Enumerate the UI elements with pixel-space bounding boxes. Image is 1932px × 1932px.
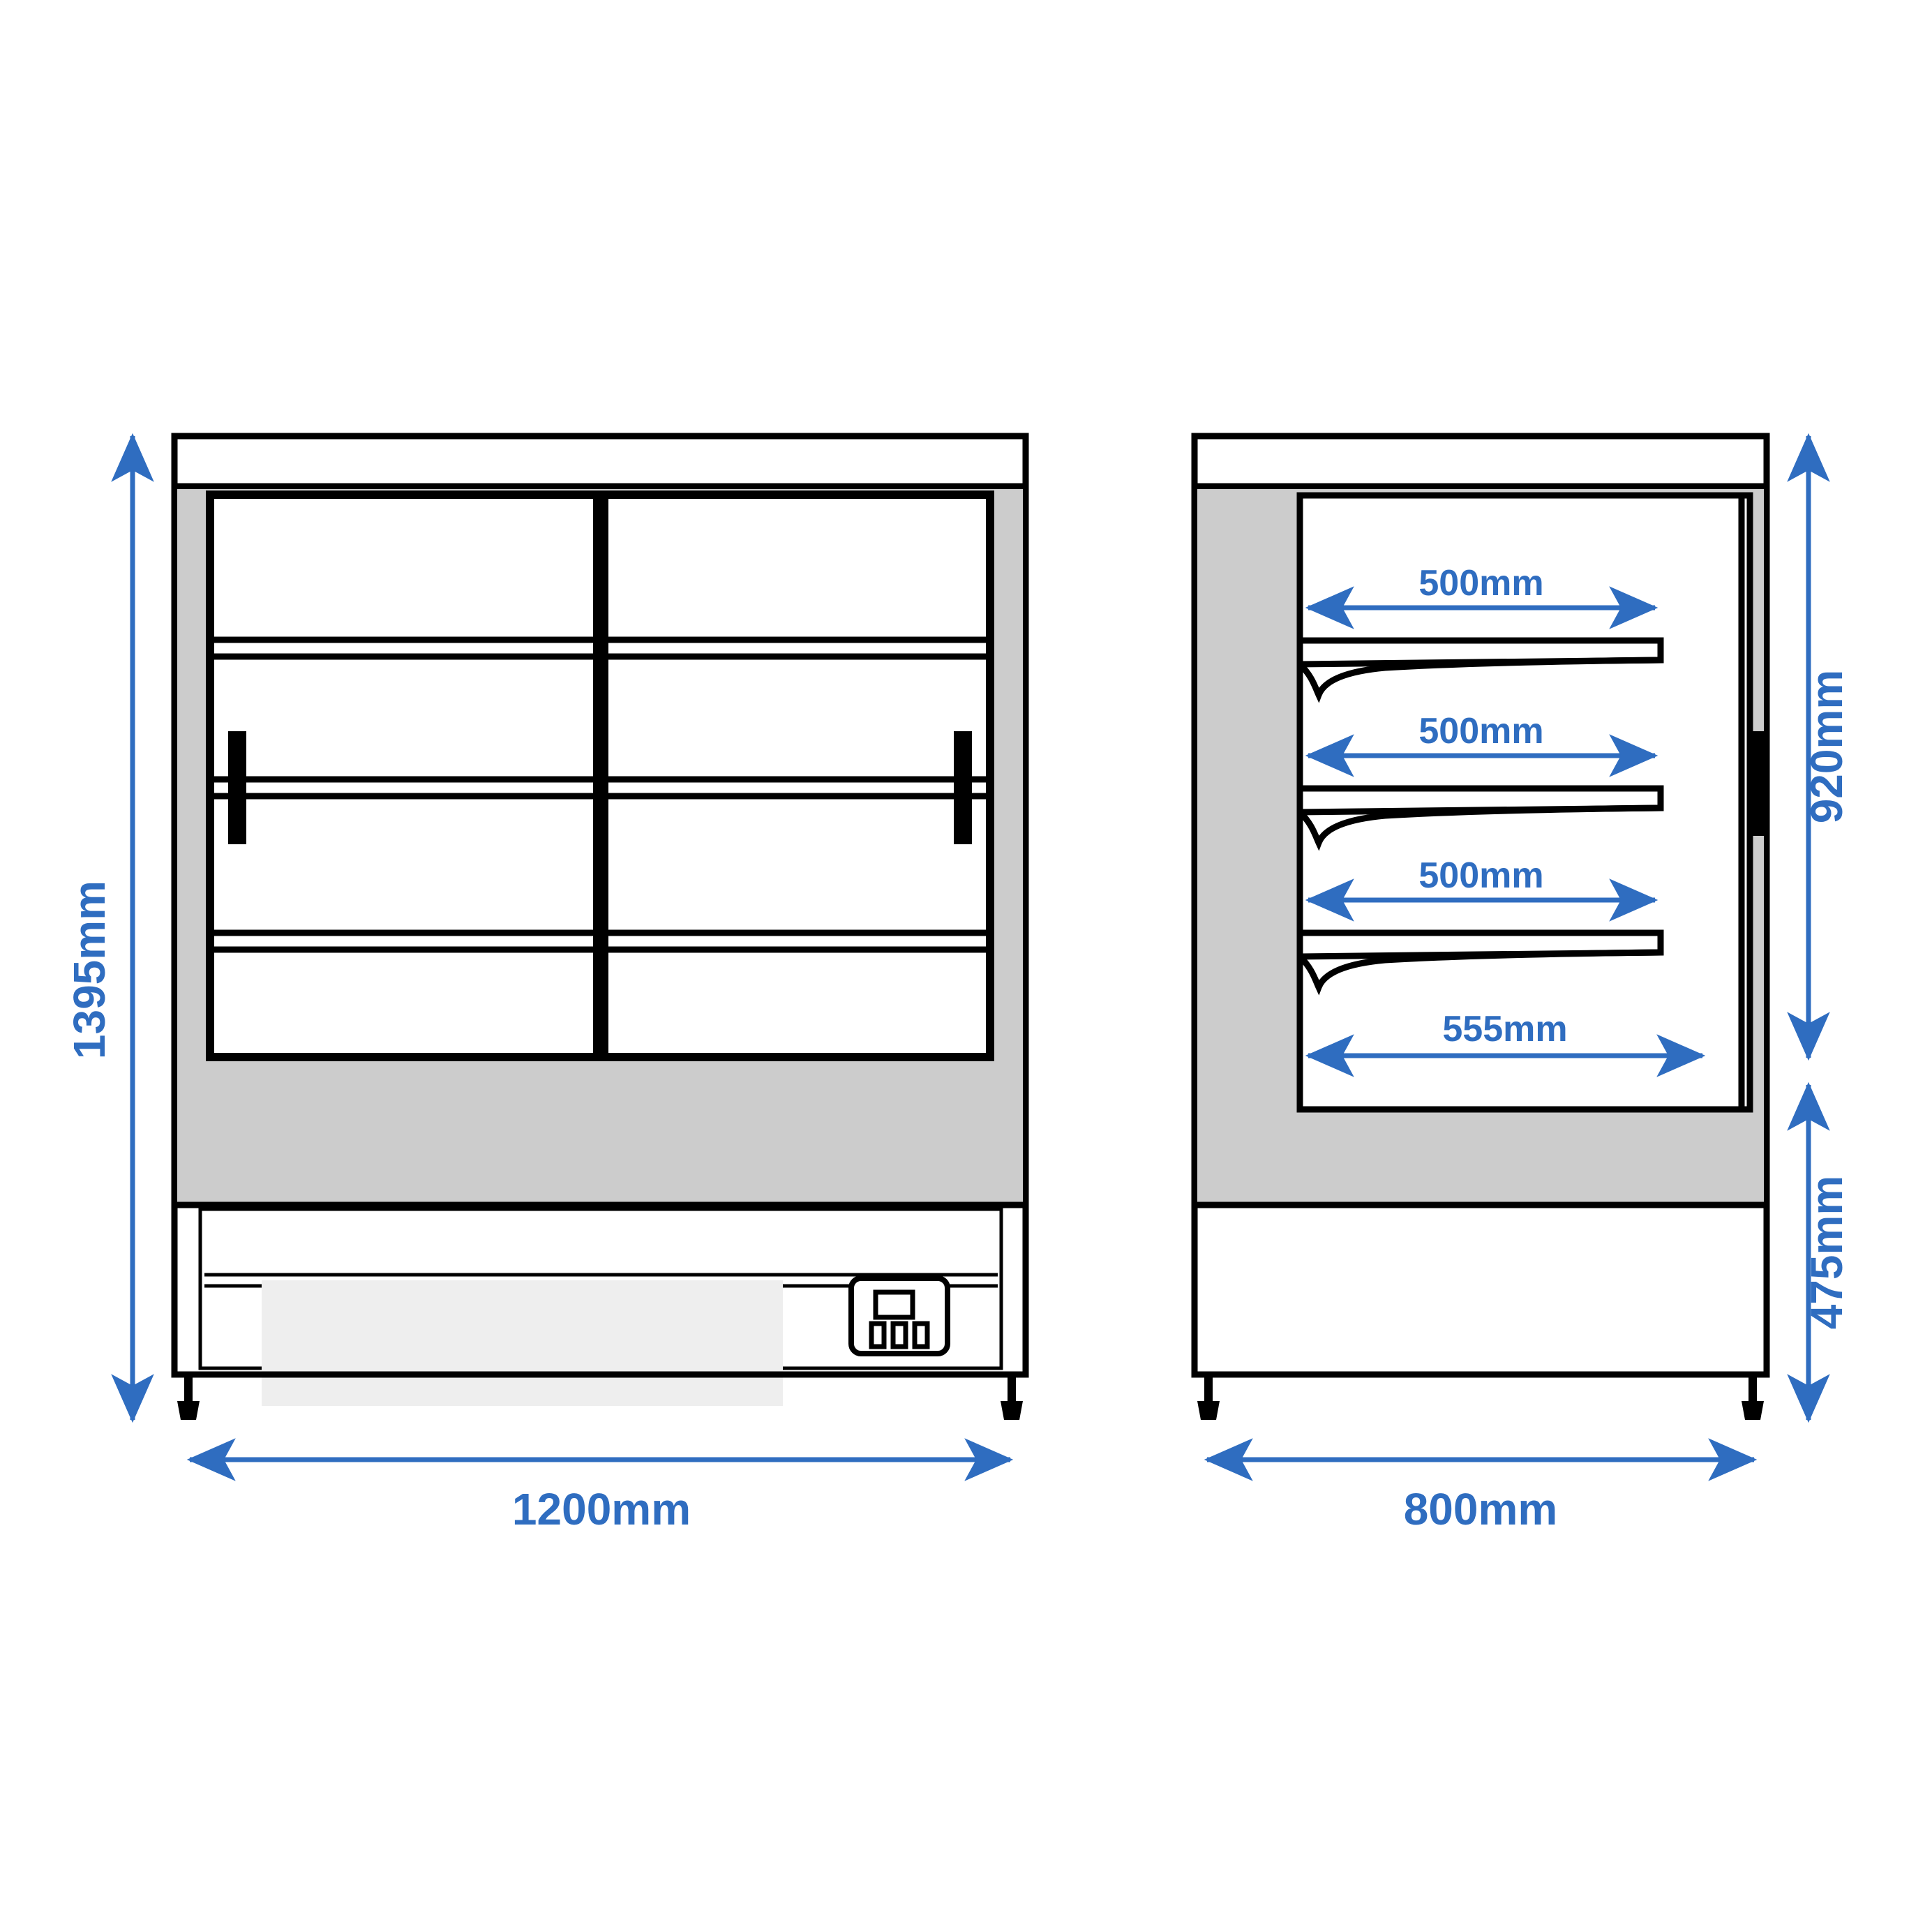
side-shelf-1-bracket (1296, 657, 1664, 703)
side-shelf-3-bracket (1296, 949, 1664, 996)
side-lower-height-dimension-label: 475mm (1802, 1176, 1852, 1330)
front-width-dimension-label: 1200mm (512, 1484, 691, 1534)
front-shelf-row-lower (214, 929, 986, 953)
front-left-glass-door[interactable] (214, 499, 593, 1053)
side-shelf-1-dimension-label: 500mm (1418, 563, 1543, 604)
side-lower-height-dimension: 475mm (1787, 1081, 1852, 1423)
front-height-dimension: 1395mm (64, 433, 154, 1423)
side-shelf-2-dimension: 500mm (1305, 711, 1658, 777)
front-right-glass-door[interactable] (608, 499, 986, 1053)
front-lower-grey-panel (177, 1064, 1023, 1204)
front-top-canopy (171, 433, 1029, 490)
side-base-depth-dimension: 555mm (1305, 1009, 1706, 1077)
front-shelf-row-middle (214, 776, 986, 800)
side-upper-height-dimension: 920mm (1787, 433, 1852, 1061)
front-shelf-lines (214, 636, 986, 953)
front-leveling-foot-right (1001, 1375, 1023, 1420)
side-width-dimension-label: 800mm (1404, 1484, 1558, 1534)
side-base-depth-dimension-label: 555mm (1442, 1009, 1567, 1049)
side-shelf-3 (1296, 929, 1664, 996)
front-leveling-foot-left (177, 1375, 200, 1420)
control-panel-display-icon (873, 1289, 915, 1320)
side-base-compartment (1191, 1201, 1770, 1378)
control-panel-button-3[interactable] (912, 1321, 930, 1349)
side-shelf-3-dimension: 500mm (1305, 855, 1658, 922)
side-width-dimension: 800mm (1204, 1438, 1758, 1534)
side-upper-height-dimension-label: 920mm (1802, 670, 1852, 824)
front-right-door-handle[interactable] (954, 731, 972, 844)
side-shelf-2-bracket (1296, 804, 1664, 851)
front-width-dimension: 1200mm (186, 1438, 1014, 1534)
side-shelf-3-dimension-label: 500mm (1418, 855, 1543, 896)
front-base-vent-grille (262, 1280, 783, 1406)
control-panel-button-2[interactable] (890, 1321, 908, 1349)
control-panel-button-1[interactable] (869, 1321, 887, 1349)
side-door-handle[interactable] (1748, 731, 1767, 836)
front-left-door-handle[interactable] (228, 731, 246, 844)
front-height-dimension-label: 1395mm (64, 881, 114, 1059)
front-control-panel[interactable] (848, 1275, 950, 1356)
side-shelf-2 (1296, 785, 1664, 851)
front-shelf-row-upper (214, 636, 986, 660)
side-leveling-foot-right (1742, 1375, 1764, 1420)
front-view: 1395mm 1200mm (64, 433, 1029, 1534)
side-top-canopy (1191, 433, 1770, 490)
side-shelf-1-dimension: 500mm (1305, 563, 1658, 629)
side-view: 500mm 500mm 500mm 555mm 920mm 475 (1191, 433, 1852, 1534)
side-shelf-1 (1296, 637, 1664, 703)
side-shelf-2-dimension-label: 500mm (1418, 711, 1543, 751)
side-leveling-foot-left (1197, 1375, 1220, 1420)
